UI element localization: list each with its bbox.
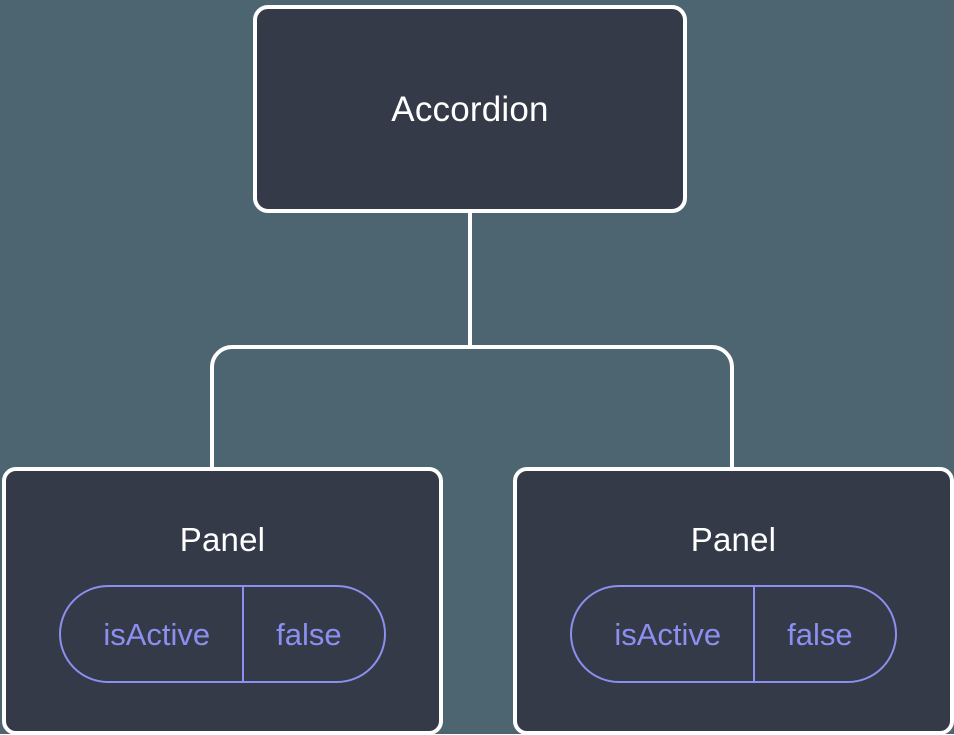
node-panel-2-label: Panel (690, 521, 777, 558)
prop-key-isactive: isActive (572, 587, 756, 681)
node-panel-1-label: Panel (179, 521, 266, 558)
node-panel-1[interactable]: Panel isActive false (2, 467, 443, 735)
prop-value-isactive: false (787, 616, 853, 652)
node-accordion-label: Accordion (391, 89, 549, 129)
prop-key-isactive: isActive (61, 587, 245, 681)
edge-bus-to-left-child (210, 345, 470, 471)
node-accordion[interactable]: Accordion (253, 5, 687, 213)
node-panel-2[interactable]: Panel isActive false (513, 467, 954, 735)
prop-pill-panel-2[interactable]: isActive false (570, 585, 897, 683)
edge-bus-to-right-child (470, 345, 734, 471)
prop-pill-panel-1[interactable]: isActive false (59, 585, 386, 683)
prop-value-isactive: false (276, 616, 342, 652)
